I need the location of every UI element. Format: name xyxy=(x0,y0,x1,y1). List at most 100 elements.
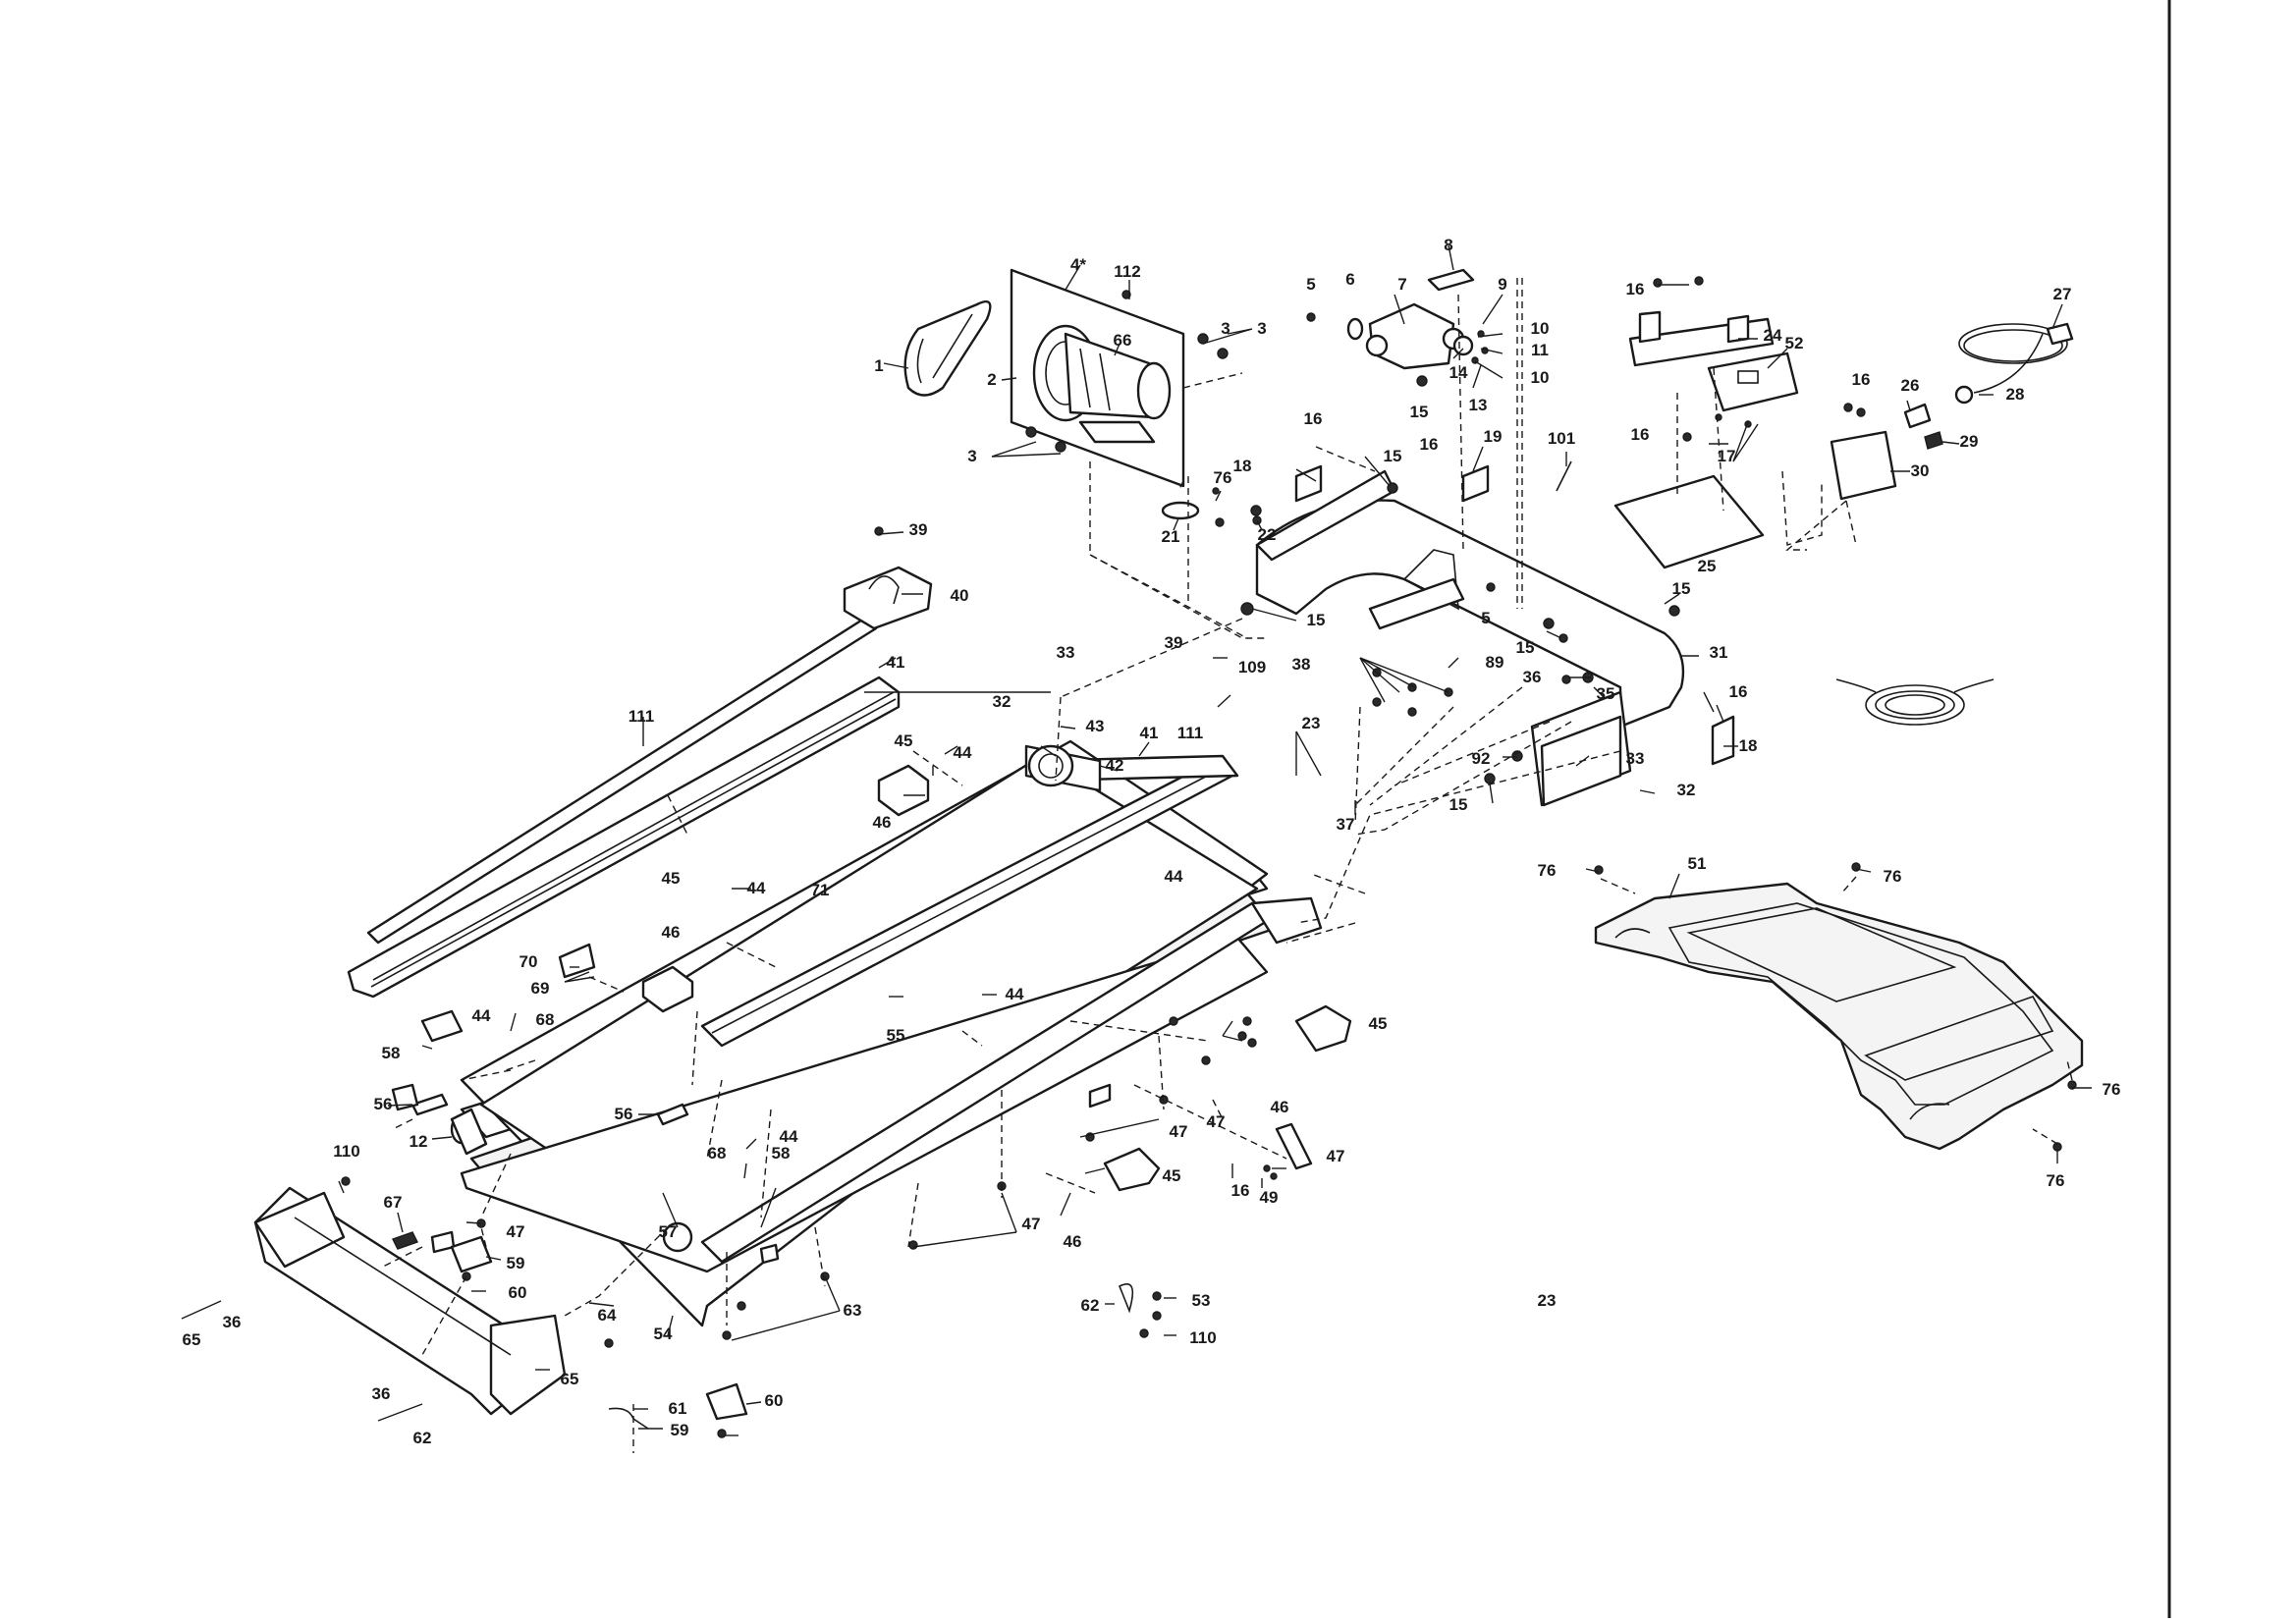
callout-label: 6 xyxy=(1345,270,1354,289)
callout-label: 21 xyxy=(1162,527,1180,546)
callout-label: 44 xyxy=(1165,867,1183,886)
controller-board-part xyxy=(1707,352,1799,412)
callout-label: 56 xyxy=(374,1095,393,1113)
callout-label: 16 xyxy=(1729,682,1748,701)
callout-label: 53 xyxy=(1192,1291,1211,1310)
callout-label: 16 xyxy=(1231,1181,1250,1200)
callout-label: 1 xyxy=(874,356,883,375)
callout-label: 68 xyxy=(708,1144,727,1163)
callout-label: 111 xyxy=(1177,724,1204,742)
callout-label: 46 xyxy=(873,813,892,832)
callout-label: 5 xyxy=(1481,609,1490,627)
callout-label: 64 xyxy=(598,1306,617,1325)
callout-label: 89 xyxy=(1486,653,1504,672)
callout-label: 55 xyxy=(887,1026,905,1045)
motor-body-part xyxy=(1064,332,1172,420)
callout-label: 16 xyxy=(1420,435,1439,454)
callout-label: 58 xyxy=(382,1044,401,1062)
callout-leader-lines xyxy=(338,244,2092,1436)
control-housing-part xyxy=(1306,268,1489,387)
callout-label: 66 xyxy=(1114,331,1132,350)
callout-label: 65 xyxy=(183,1330,201,1349)
callout-label: 17 xyxy=(1718,447,1736,465)
callout-label: 112 xyxy=(1114,262,1140,281)
callout-label: 62 xyxy=(413,1429,432,1447)
callout-label: 19 xyxy=(1484,427,1503,446)
callout-label: 44 xyxy=(1006,985,1024,1003)
callout-label: 68 xyxy=(536,1010,555,1029)
callout-label: 45 xyxy=(1369,1014,1388,1033)
callout-label: 10 xyxy=(1531,319,1550,338)
callout-label: 63 xyxy=(844,1301,862,1320)
callout-label: 41 xyxy=(1140,724,1159,742)
front-roller-part xyxy=(1024,744,1102,792)
callout-label: 44 xyxy=(747,879,766,897)
callout-label: 36 xyxy=(372,1384,391,1403)
callout-label: 11 xyxy=(1531,341,1549,359)
callout-label: 13 xyxy=(1469,396,1488,414)
callout-label: 47 xyxy=(507,1222,525,1241)
callout-label: 3 xyxy=(967,447,976,465)
callout-label: 51 xyxy=(1688,854,1707,873)
callout-label: 38 xyxy=(1292,655,1311,674)
callout-label: 28 xyxy=(2006,385,2025,404)
callout-label: 101 xyxy=(1548,429,1575,448)
callout-label: 62 xyxy=(1081,1296,1100,1315)
controller-base-plate-part xyxy=(1613,474,1765,569)
callout-label: 31 xyxy=(1710,643,1728,662)
callout-label: 30 xyxy=(1911,461,1930,480)
drive-belt-part xyxy=(903,299,992,397)
callout-label: 109 xyxy=(1238,658,1266,676)
callout-label: 15 xyxy=(1672,579,1691,598)
callout-label: 43 xyxy=(1086,717,1105,735)
callout-label: 3 xyxy=(1257,319,1266,338)
callout-label: 14 xyxy=(1449,363,1468,382)
assembly-guide-lines xyxy=(382,278,2073,1453)
motor-hood-part xyxy=(1594,862,2084,1152)
callout-label: 61 xyxy=(669,1399,687,1418)
callout-label: 32 xyxy=(1677,781,1696,799)
callout-label: 33 xyxy=(1626,749,1645,768)
callout-label: 46 xyxy=(1064,1232,1082,1251)
callout-label: 15 xyxy=(1410,403,1429,421)
callout-label: 39 xyxy=(1165,633,1183,652)
callout-label: 44 xyxy=(780,1127,798,1146)
callout-label: 45 xyxy=(662,869,681,888)
callout-label: 8 xyxy=(1444,236,1452,254)
callout-label: 47 xyxy=(1170,1122,1188,1141)
callout-label: 42 xyxy=(1106,756,1124,775)
callout-label: 5 xyxy=(1306,275,1315,294)
callout-label: 36 xyxy=(1523,668,1542,686)
callout-label: 7 xyxy=(1397,275,1406,294)
callout-label: 29 xyxy=(1960,432,1979,451)
callout-label: 69 xyxy=(531,979,550,998)
upper-cap-part xyxy=(843,526,933,630)
callout-label: 10 xyxy=(1531,368,1550,387)
motor-fastener-group xyxy=(1025,290,1262,525)
callout-label: 2 xyxy=(987,370,996,389)
callout-label: 18 xyxy=(1233,457,1252,475)
callout-label: 47 xyxy=(1022,1215,1041,1233)
callout-label: 57 xyxy=(659,1222,678,1241)
callout-label: 37 xyxy=(1337,815,1355,834)
callout-label: 76 xyxy=(1884,867,1902,886)
callout-label: 47 xyxy=(1327,1147,1345,1165)
controller-bracket-part xyxy=(1628,310,1775,367)
callout-label: 60 xyxy=(765,1391,784,1410)
callout-label: 92 xyxy=(1472,749,1491,768)
callout-label: 4* xyxy=(1070,255,1086,274)
callout-label: 65 xyxy=(561,1370,579,1388)
frame-fastener-group xyxy=(1215,482,1680,784)
callout-label: 52 xyxy=(1785,334,1804,352)
callout-label: 58 xyxy=(772,1144,791,1163)
callout-label: 45 xyxy=(895,731,913,750)
callout-label: 24 xyxy=(1764,326,1782,345)
callout-label: 45 xyxy=(1163,1166,1181,1185)
callout-label: 46 xyxy=(662,923,681,942)
callout-label: 67 xyxy=(384,1193,403,1212)
callout-label: 49 xyxy=(1260,1188,1279,1207)
callout-label: 32 xyxy=(993,692,1011,711)
callout-label: 15 xyxy=(1384,447,1402,465)
